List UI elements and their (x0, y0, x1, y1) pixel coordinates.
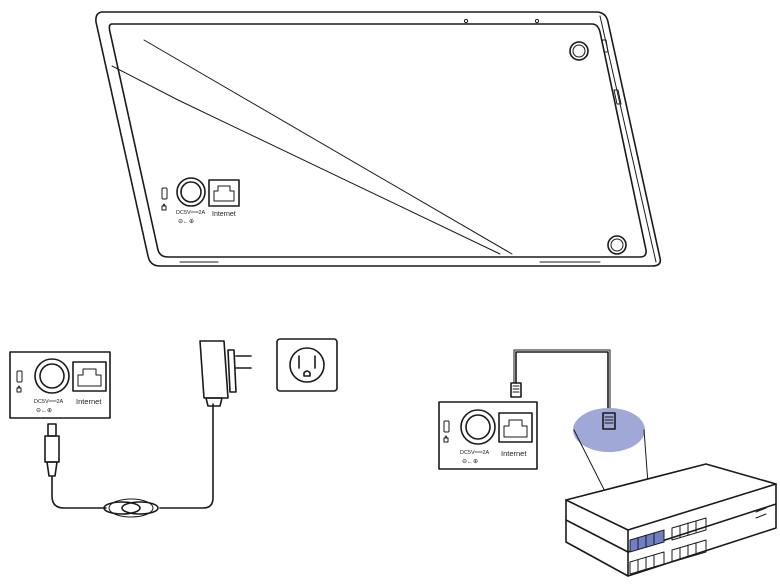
dc-power-jack-icon (34, 358, 70, 394)
ethernet-port-icon (72, 361, 107, 392)
power-rating-label: DC5V══2A (460, 450, 490, 456)
cable-coil (103, 498, 159, 518)
power-rating-label: DC5V══2A (34, 399, 64, 405)
port-highlight (573, 408, 645, 452)
ethernet-port-icon (498, 412, 533, 443)
ethernet-port-icon (208, 179, 240, 207)
polarity-label: ⊖←⊕ (178, 219, 194, 225)
device-back-view: DC5V══2A ⊖←⊕ Internet (95, 11, 662, 267)
network-switch-icon (565, 463, 777, 577)
network-connection-panel: DC5V══2A ⊖←⊕ Internet (438, 349, 777, 577)
rj45-plug (602, 412, 616, 430)
internet-label: Internet (76, 397, 102, 406)
power-rating-label: DC5V══2A (176, 210, 206, 216)
internet-label: Internet (212, 211, 236, 218)
internet-label: Internet (501, 449, 527, 458)
power-adapter-icon (199, 340, 252, 407)
polarity-label: ⊖←⊕ (36, 408, 52, 414)
wall-outlet-icon (276, 338, 338, 392)
dc-plug (44, 423, 60, 477)
dc-power-jack-icon (460, 409, 496, 445)
rj45-plug (510, 382, 522, 398)
lock-icon (161, 187, 168, 200)
power-connection-panel: DC5V══2A ⊖←⊕ Internet (9, 338, 338, 518)
dc-power-jack-icon (176, 177, 206, 207)
polarity-label: ⊖←⊕ (462, 459, 478, 465)
